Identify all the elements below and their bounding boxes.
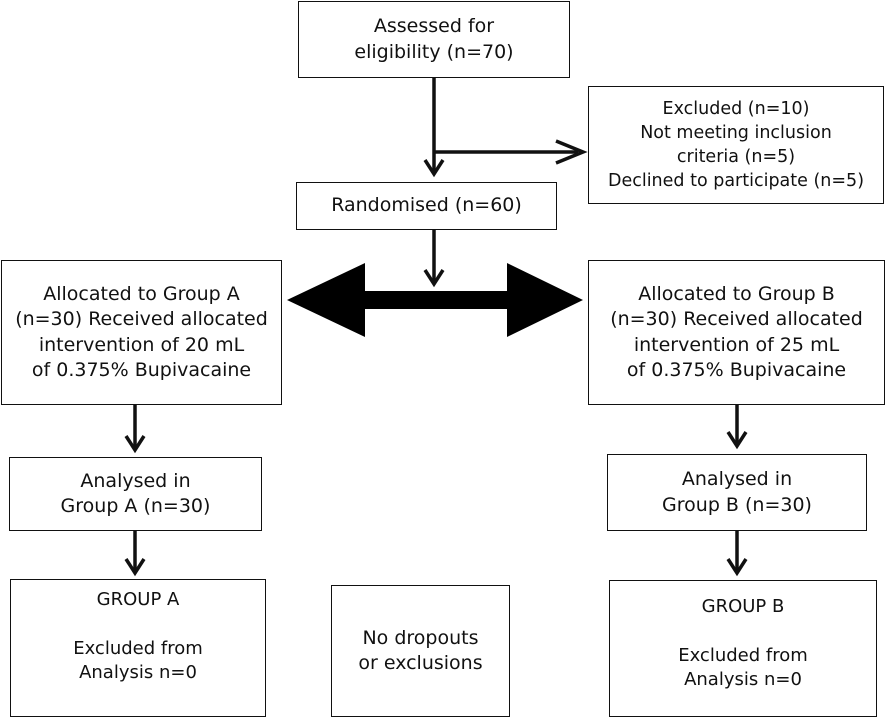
no-dropouts-line-1: No dropouts [362,626,479,649]
excluded-line-4: Declined to participate (n=5) [607,171,865,192]
arrowhead-down-randomised [423,159,445,178]
group-a-result-box: GROUP A Excluded from Analysis n=0 [10,579,266,717]
group-a-result-line-1: Excluded from [73,638,203,660]
group-b-analysed-box: Analysed in Group B (n=30) [607,454,867,531]
group-b-result-line-2: Analysis n=0 [684,669,802,691]
group-a-allocation-line-1: Allocated to Group A [43,282,240,305]
arrowhead-down-split [423,269,445,288]
group-b-result-box: GROUP B Excluded from Analysis n=0 [609,580,877,717]
group-a-allocation-line-4: of 0.375% Bupivacaine [31,358,252,381]
group-b-allocation-line-1: Allocated to Group B [638,282,835,305]
group-b-allocation-line-3: intervention of 25 mL [633,333,840,356]
group-b-allocation-line-2: (n=30) Received allocated [610,308,863,331]
assessed-line-2: eligibility (n=70) [354,40,514,63]
no-dropouts-box: No dropouts or exclusions [331,585,510,717]
arrowhead-down-group-a-result [124,558,146,577]
randomised-label: Randomised (n=60) [331,194,522,217]
group-b-allocation-line-4: of 0.375% Bupivacaine [626,358,847,381]
arrowhead-down-group-a-analysed [124,435,146,454]
group-a-analysed-line-2: Group A (n=30) [60,495,211,517]
group-a-result-title: GROUP A [96,589,180,610]
assessed-box: Assessed for eligibility (n=70) [298,1,570,78]
excluded-line-1: Excluded (n=10) [662,98,810,119]
arrowhead-down-group-b-result [726,558,748,577]
group-a-analysed-box: Analysed in Group A (n=30) [9,457,262,531]
group-b-result-title: GROUP B [701,596,785,617]
group-b-result-line-1: Excluded from [678,645,808,667]
group-a-analysed-line-1: Analysed in [80,469,191,492]
randomised-box: Randomised (n=60) [296,182,557,230]
group-b-analysed-line-2: Group B (n=30) [662,493,812,516]
double-arrow-icon [287,263,583,337]
group-a-allocation-box: Allocated to Group A (n=30) Received all… [1,260,282,405]
assessed-line-1: Assessed for [373,15,495,38]
group-b-allocation-box: Allocated to Group B (n=30) Received all… [588,260,885,405]
excluded-box: Excluded (n=10) Not meeting inclusion cr… [588,86,884,204]
arrowhead-right-excluded [555,139,588,165]
group-a-allocation-line-2: (n=30) Received allocated [15,308,268,331]
group-a-result-line-2: Analysis n=0 [79,662,197,684]
arrowhead-down-group-b-analysed [726,431,748,450]
excluded-line-2: Not meeting inclusion [640,122,832,143]
group-b-analysed-line-1: Analysed in [681,468,793,491]
group-a-allocation-line-3: intervention of 20 mL [38,333,245,356]
no-dropouts-line-2: or exclusions [358,652,483,674]
excluded-line-3: criteria (n=5) [676,147,796,167]
